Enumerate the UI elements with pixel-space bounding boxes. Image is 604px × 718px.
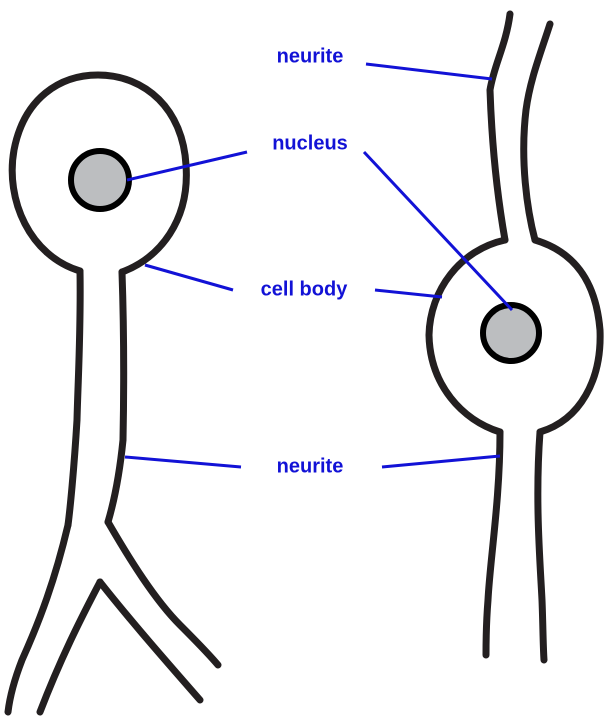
left-branch-right bbox=[108, 522, 218, 665]
left-branch-inner-b bbox=[100, 582, 200, 700]
left-neurite-right-edge bbox=[108, 272, 124, 522]
leader-nucleus-right bbox=[364, 152, 512, 310]
right-nucleus bbox=[483, 305, 539, 361]
label-nucleus: nucleus bbox=[272, 132, 348, 154]
labels: neurite nucleus cell body neurite bbox=[261, 45, 349, 477]
right-bottom-neurite-right bbox=[538, 432, 544, 660]
left-nucleus bbox=[71, 151, 129, 209]
label-neurite-top: neurite bbox=[277, 45, 344, 67]
leader-cell-body-right bbox=[375, 290, 442, 297]
right-top-neurite-left bbox=[490, 14, 510, 240]
right-neuron bbox=[429, 14, 600, 660]
right-top-neurite-right bbox=[524, 24, 550, 240]
label-neurite-bottom: neurite bbox=[277, 455, 344, 477]
label-cell-body: cell body bbox=[261, 278, 349, 300]
leader-neurite-bottom-left bbox=[125, 457, 241, 467]
left-branch-outer bbox=[8, 525, 68, 712]
leader-cell-body-left bbox=[145, 265, 233, 290]
leader-neurite-bottom-right bbox=[382, 456, 500, 467]
leader-neurite-top bbox=[366, 64, 492, 79]
right-bottom-neurite-left bbox=[486, 432, 500, 655]
left-neuron bbox=[8, 75, 218, 712]
left-neurite-left-edge bbox=[68, 271, 80, 525]
